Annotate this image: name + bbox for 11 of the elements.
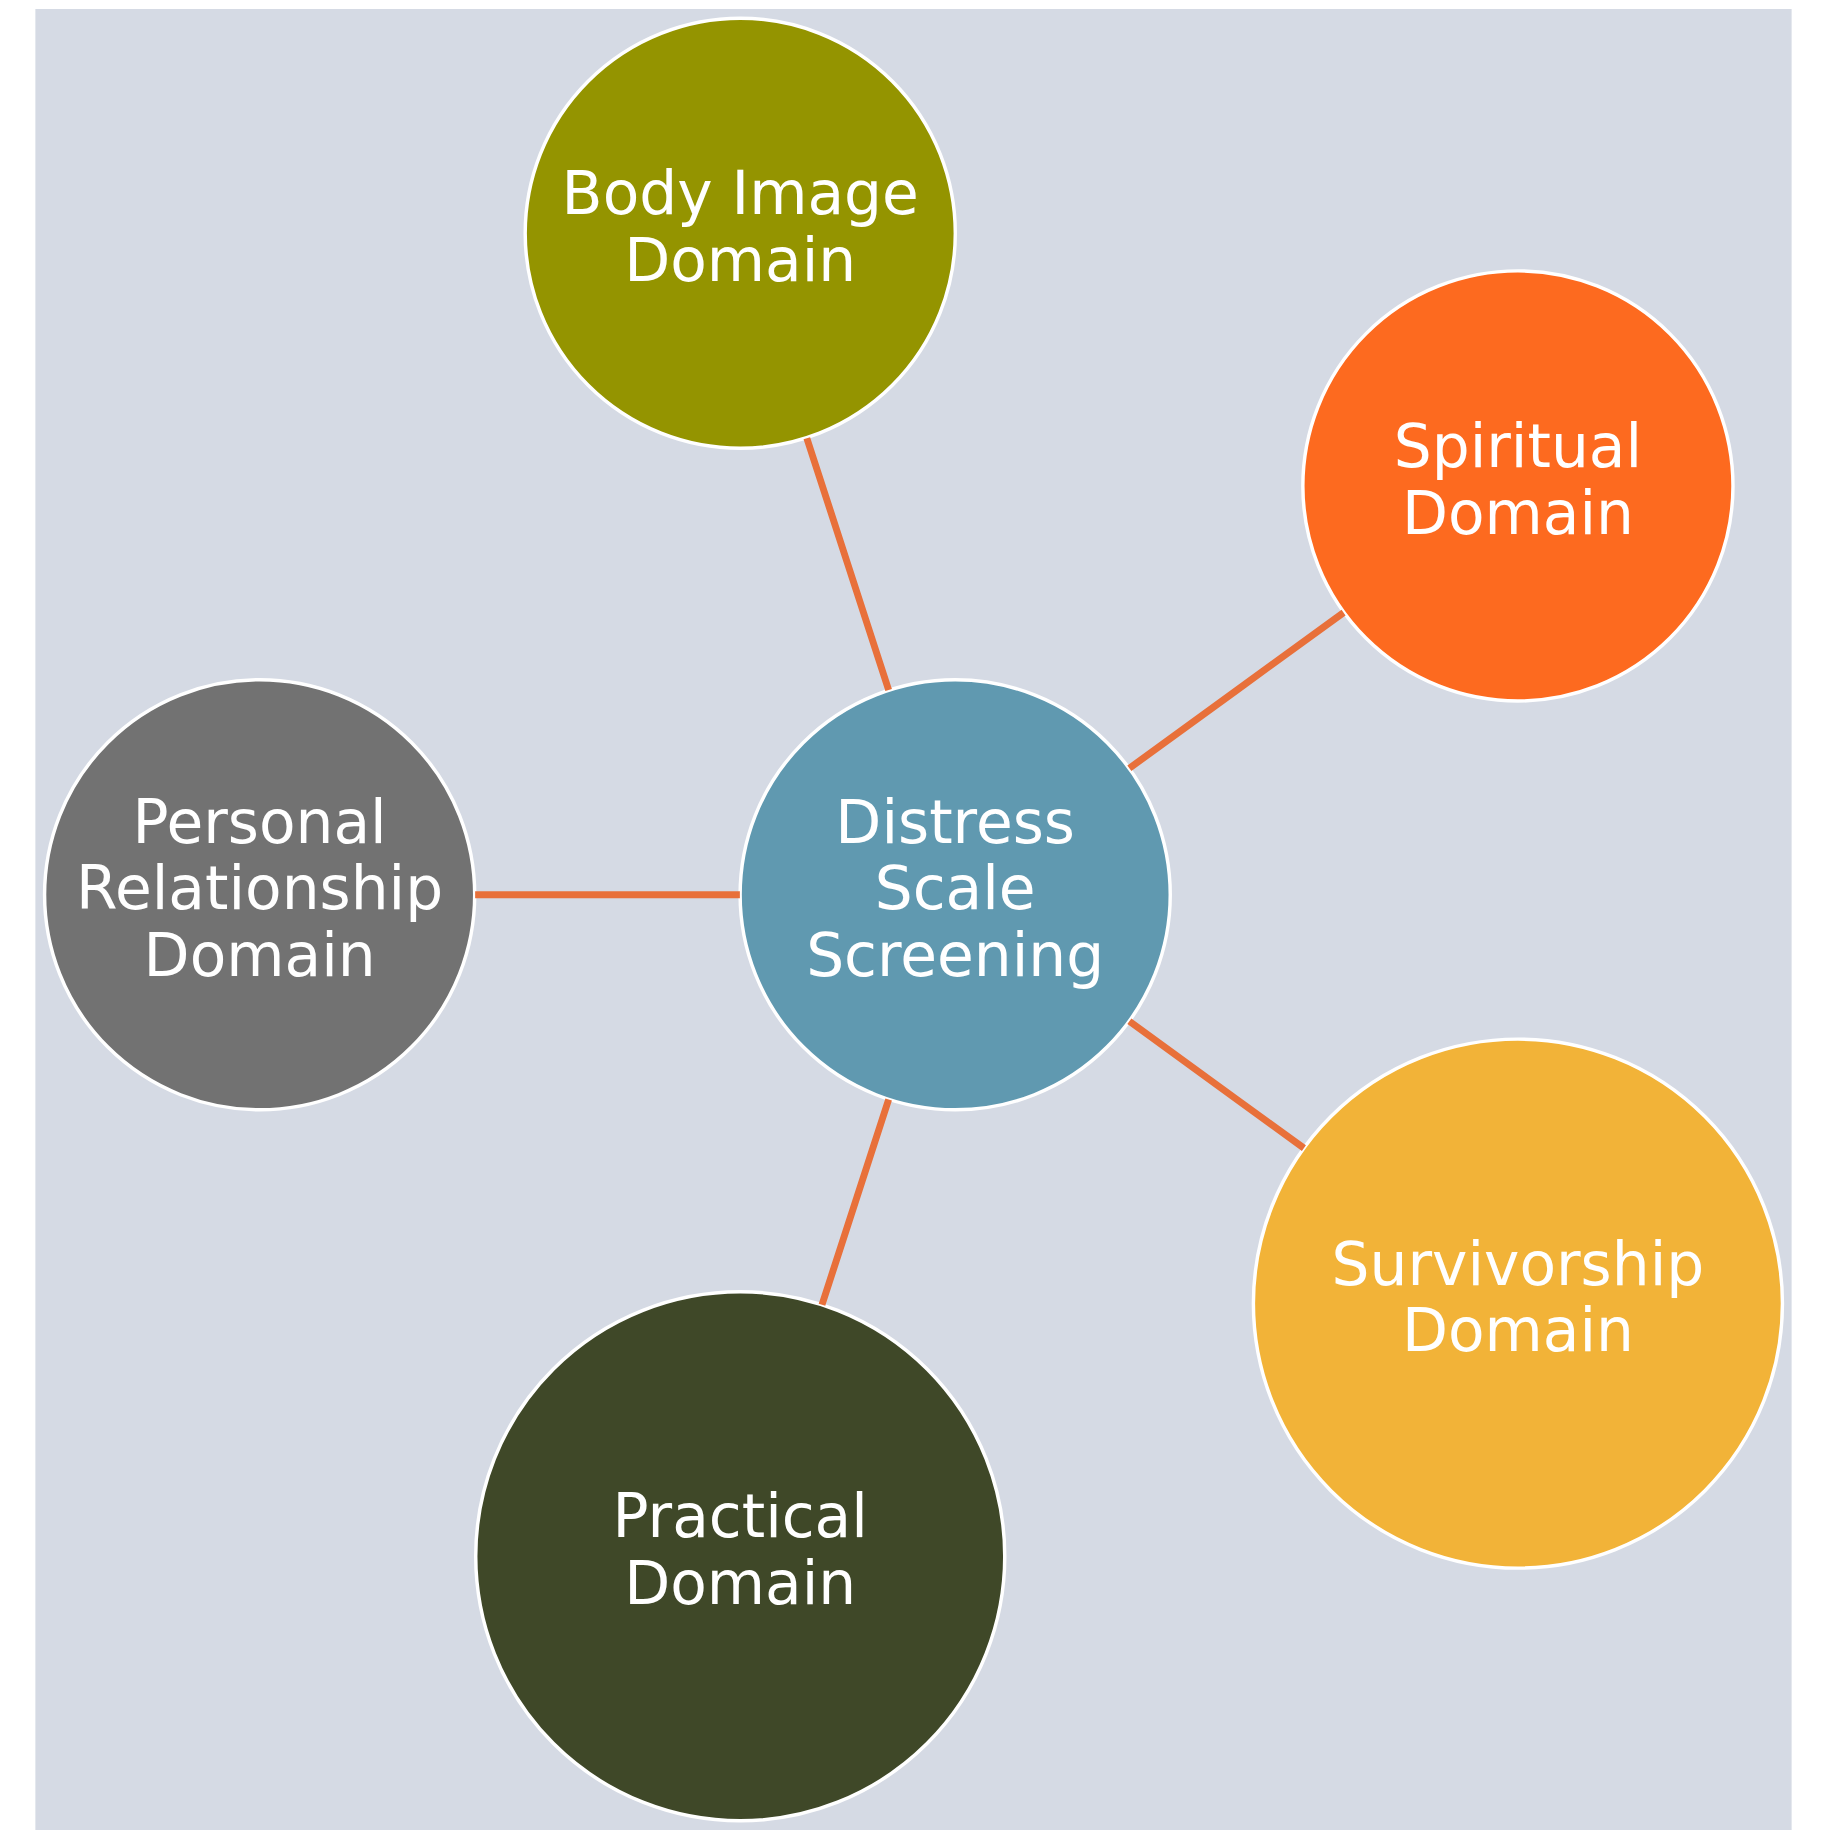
node-circle: Practical Domain	[473, 1289, 1006, 1823]
connector	[818, 1097, 892, 1306]
node-circle: Spiritual Domain	[1300, 268, 1735, 703]
node-circle: Survivorship Domain	[1251, 1036, 1784, 1570]
node-circle: Body Image Domain	[522, 15, 957, 450]
connector	[1126, 609, 1346, 771]
node-circle: Distress Scale Screening	[737, 677, 1172, 1112]
connector	[803, 436, 892, 691]
connector	[1126, 1018, 1306, 1151]
node-circle: Personal Relationship Domain	[42, 677, 476, 1112]
connector	[474, 890, 740, 898]
